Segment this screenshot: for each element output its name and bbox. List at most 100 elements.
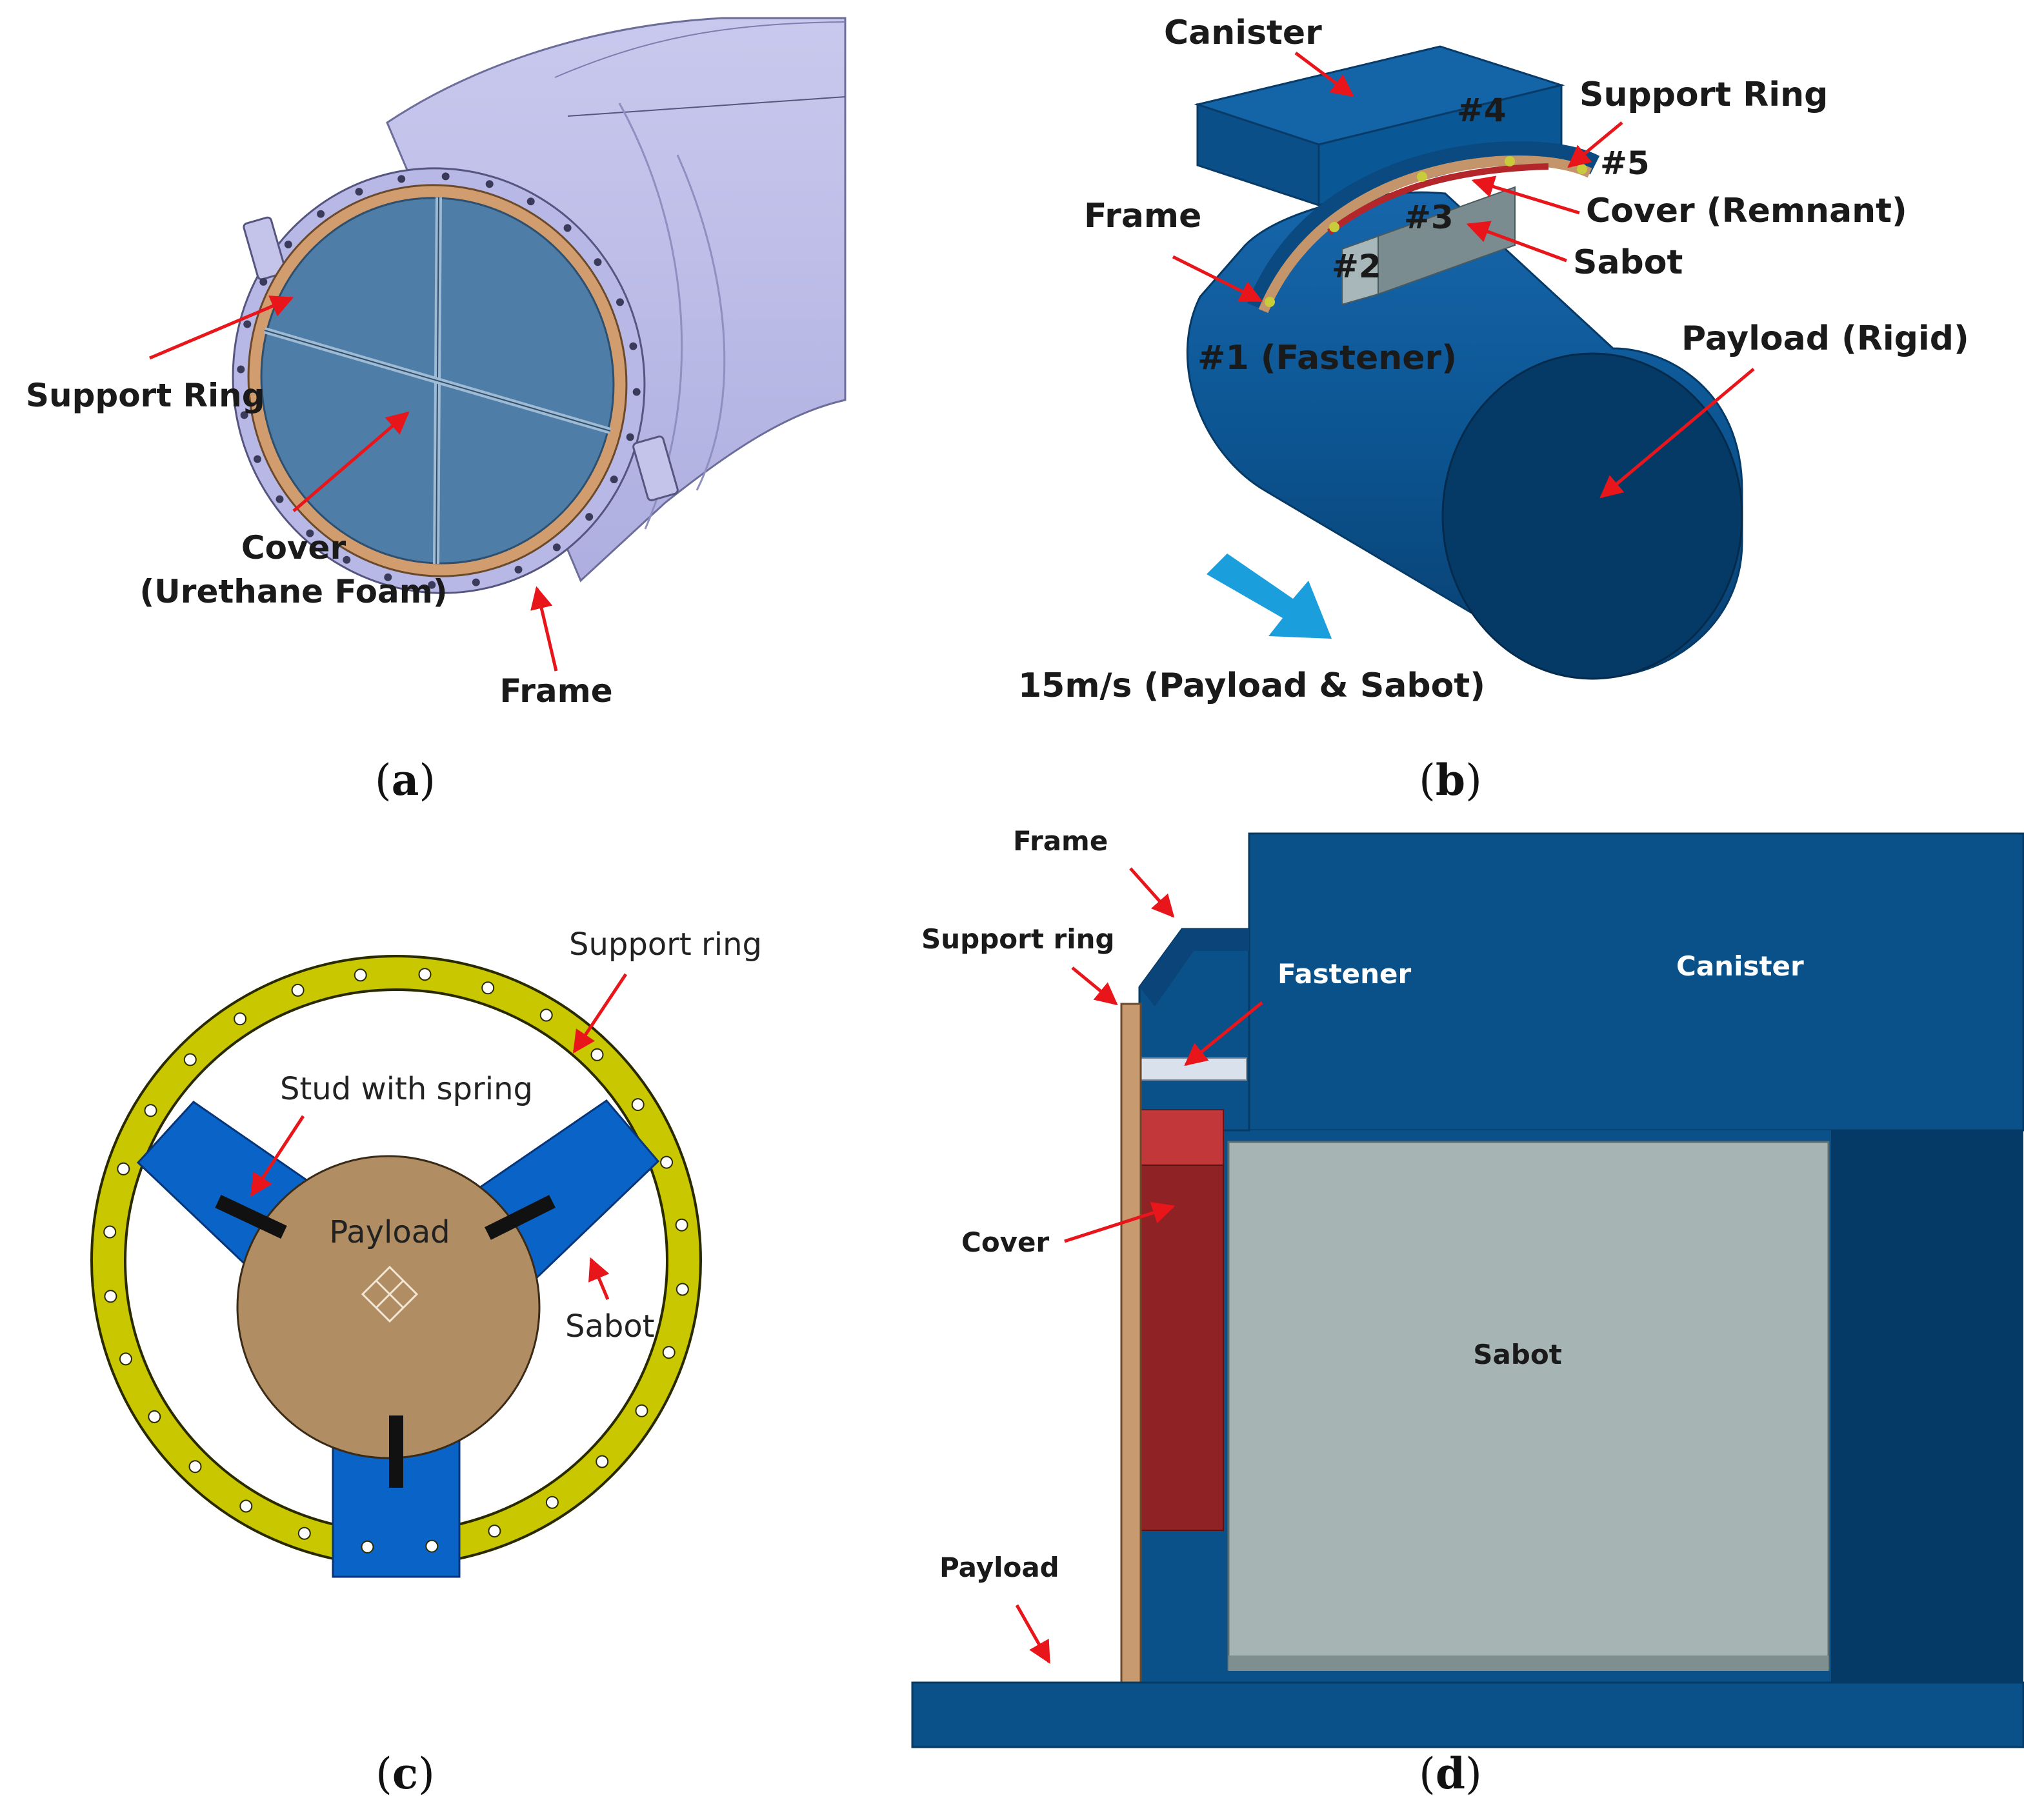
label-c-sabot: Sabot xyxy=(565,1308,655,1345)
flange-bolt-24 xyxy=(526,197,535,206)
label-d-canister: Canister xyxy=(1676,950,1804,982)
ring-hole-13 xyxy=(104,1290,117,1303)
payload-disc xyxy=(236,1155,541,1459)
flange-bolt-25 xyxy=(563,224,572,232)
flange-bolt-23 xyxy=(485,180,494,188)
arrow-d-cover xyxy=(1064,1201,1176,1243)
label-b-canister: Canister xyxy=(1164,14,1322,52)
ring-hole-22 xyxy=(481,981,495,995)
support-ring-arc xyxy=(1247,141,1600,314)
panel-c: Support ring Stud with spring Payload Sa… xyxy=(90,926,762,1799)
arrow-a-cover xyxy=(292,411,410,512)
ring-hole-3 xyxy=(596,1455,609,1468)
label-d-sabot: Sabot xyxy=(1473,1339,1562,1370)
caption-b: (b) xyxy=(1419,755,1482,805)
flange-bolts xyxy=(237,172,641,589)
panel-d: Frame Support ring Fastener Canister Cov… xyxy=(911,825,2024,1799)
caption-b-letter: b xyxy=(1436,755,1465,805)
caption-a: (a) xyxy=(375,755,436,805)
support-ring-holes xyxy=(103,968,689,1554)
flange-bolt-13 xyxy=(254,455,261,463)
ring-hole-24 xyxy=(590,1048,604,1061)
flange-bolt-11 xyxy=(306,529,314,537)
flange-bolt-20 xyxy=(355,188,363,196)
arrow-d-fastener xyxy=(1184,1001,1263,1066)
label-b-cover-remnant: Cover (Remnant) xyxy=(1586,192,1907,230)
label-c-payload: Payload xyxy=(329,1214,450,1250)
canister-section xyxy=(1248,832,2024,1132)
caption-d-letter: d xyxy=(1436,1748,1465,1799)
ring-hole-6 xyxy=(425,1539,439,1553)
arrow-b-payload xyxy=(1599,368,1755,499)
ring-hole-19 xyxy=(291,983,305,997)
ring-hole-16 xyxy=(144,1104,157,1117)
caption-d: (d) xyxy=(1419,1748,1482,1799)
flange-bolt-27 xyxy=(616,298,624,306)
arrow-d-payload xyxy=(1015,1604,1051,1665)
ring-hole-2 xyxy=(635,1404,648,1417)
label-d-fastener: Fastener xyxy=(1278,958,1412,990)
label-d-cover: Cover xyxy=(961,1226,1050,1258)
ring-hole-25 xyxy=(631,1098,645,1112)
arrow-d-support-ring xyxy=(1071,966,1118,1006)
ring-hole-23 xyxy=(539,1008,553,1022)
ring-hole-1 xyxy=(662,1346,676,1359)
fastener-markers xyxy=(1265,156,1587,307)
arrow-b-frame xyxy=(1172,255,1263,303)
arrow-c-stud xyxy=(250,1115,305,1197)
cover-upper-section xyxy=(1140,1109,1224,1166)
flange-bolt-17 xyxy=(259,277,268,286)
payload-end-face xyxy=(1441,352,1743,680)
ring-hole-17 xyxy=(183,1053,197,1066)
ring-hole-10 xyxy=(188,1460,202,1474)
ring-hole-5 xyxy=(488,1525,501,1538)
label-a-frame: Frame xyxy=(499,672,612,710)
velocity-arrow-icon xyxy=(1207,554,1332,639)
flange-bolt-6 xyxy=(514,565,523,574)
ring-hole-11 xyxy=(148,1410,161,1423)
panel-a: Support Ring Cover (Urethane Foam) Frame… xyxy=(26,17,847,805)
center-marker xyxy=(361,1265,419,1323)
label-b-sabot: Sabot xyxy=(1573,243,1683,282)
sabot-block xyxy=(1341,186,1516,306)
flange-bolt-12 xyxy=(276,495,284,503)
flange-bolt-26 xyxy=(594,258,602,266)
label-b-fastener: #1 (Fastener) xyxy=(1197,339,1457,377)
flange-bolt-10 xyxy=(343,555,351,564)
label-a-support-ring: Support Ring xyxy=(26,377,265,414)
ring-hole-27 xyxy=(675,1218,688,1232)
flange-bolt-7 xyxy=(472,578,480,586)
flange-bolt-18 xyxy=(284,240,292,248)
label-c-stud: Stud with spring xyxy=(280,1071,533,1107)
label-d-frame: Frame xyxy=(1013,825,1108,857)
ring-hole-7 xyxy=(361,1540,374,1554)
flange-bolt-1 xyxy=(632,388,641,396)
ring-hole-4 xyxy=(545,1495,559,1509)
flange-bolt-16 xyxy=(243,320,252,328)
flange-bolt-14 xyxy=(240,411,248,419)
label-d-payload: Payload xyxy=(939,1552,1059,1583)
flange-bolt-15 xyxy=(237,365,245,374)
flange-bolt-19 xyxy=(317,210,325,218)
arrow-a-support-ring xyxy=(149,295,294,360)
panel-b: Canister Support Ring #4 #5 Cover (Remna… xyxy=(1018,14,1969,805)
flange-bolt-5 xyxy=(552,543,561,552)
flange-bolt-21 xyxy=(397,175,406,183)
arrow-b-cover xyxy=(1471,175,1580,215)
label-b-velocity: 15m/s (Payload & Sabot) xyxy=(1018,666,1485,705)
label-c-support-ring: Support ring xyxy=(569,926,762,963)
caption-c: (c) xyxy=(376,1748,435,1799)
label-b-n3: #3 xyxy=(1404,199,1454,236)
ring-hole-8 xyxy=(297,1526,311,1540)
ring-hole-14 xyxy=(103,1225,117,1239)
arrow-c-sabot xyxy=(588,1257,610,1300)
flange-bolt-22 xyxy=(441,172,450,181)
flange-bolt-9 xyxy=(384,573,392,581)
label-a-cover: Cover xyxy=(241,529,346,566)
flange-bolt-0 xyxy=(629,342,637,350)
arrow-d-frame xyxy=(1129,867,1175,918)
ring-hole-21 xyxy=(418,968,432,981)
ring-hole-18 xyxy=(234,1012,247,1026)
flange-bolt-4 xyxy=(585,513,594,521)
